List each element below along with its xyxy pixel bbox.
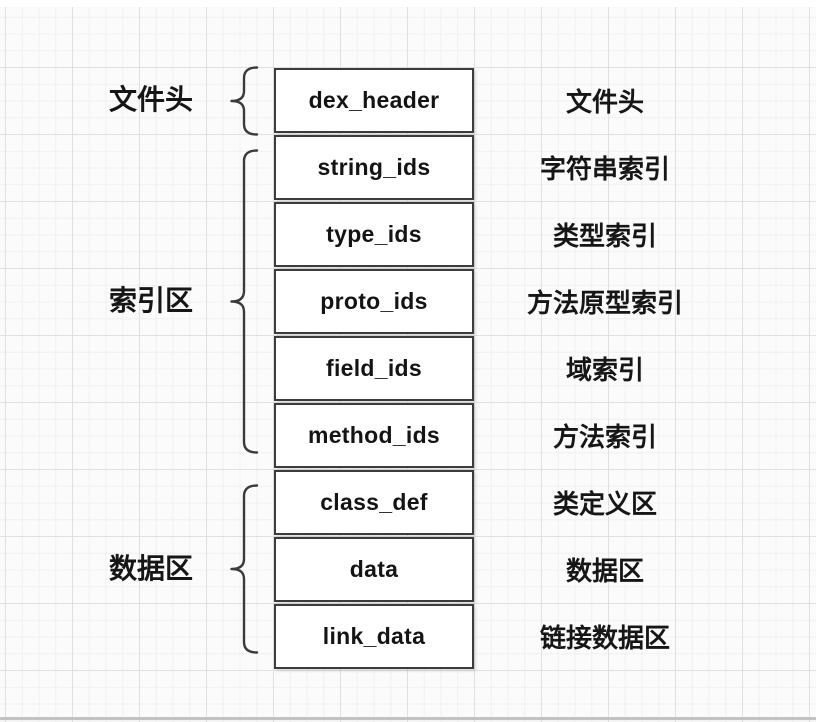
section-label-index-area: 索引区 (108, 285, 193, 316)
box-link-data: link_data (274, 604, 474, 669)
box-class-def: class_def (274, 470, 474, 535)
brace-index-area (230, 149, 259, 454)
annotation-dex-header: 文件头 (565, 87, 644, 117)
box-field-ids: field_ids (274, 336, 474, 401)
brace-data-area (230, 484, 259, 654)
brace-file-header (230, 66, 259, 136)
structure-box-column: dex_header string_ids type_ids proto_ids… (274, 68, 474, 669)
box-type-ids: type_ids (274, 202, 474, 267)
box-method-ids: method_ids (274, 403, 474, 468)
annotation-class-def: 类定义区 (552, 489, 657, 519)
box-string-ids: string_ids (274, 135, 474, 200)
annotation-proto-ids: 方法原型索引 (526, 288, 683, 318)
annotation-type-ids: 类型索引 (552, 221, 657, 251)
annotation-method-ids: 方法索引 (552, 422, 657, 452)
section-label-data-area: 数据区 (108, 553, 193, 584)
section-label-file-header: 文件头 (108, 84, 193, 115)
annotation-link-data: 链接数据区 (539, 623, 670, 653)
box-dex-header: dex_header (274, 68, 474, 133)
box-data: data (274, 537, 474, 602)
annotation-field-ids: 域索引 (565, 355, 644, 385)
annotation-column: 文件头 字符串索引 类型索引 方法原型索引 域索引 方法索引 类定义区 数据区 … (498, 68, 712, 669)
annotation-data: 数据区 (565, 556, 644, 586)
bottom-edge-line (0, 717, 816, 720)
box-proto-ids: proto_ids (274, 269, 474, 334)
annotation-string-ids: 字符串索引 (539, 154, 670, 184)
top-edge-strip (0, 0, 816, 7)
